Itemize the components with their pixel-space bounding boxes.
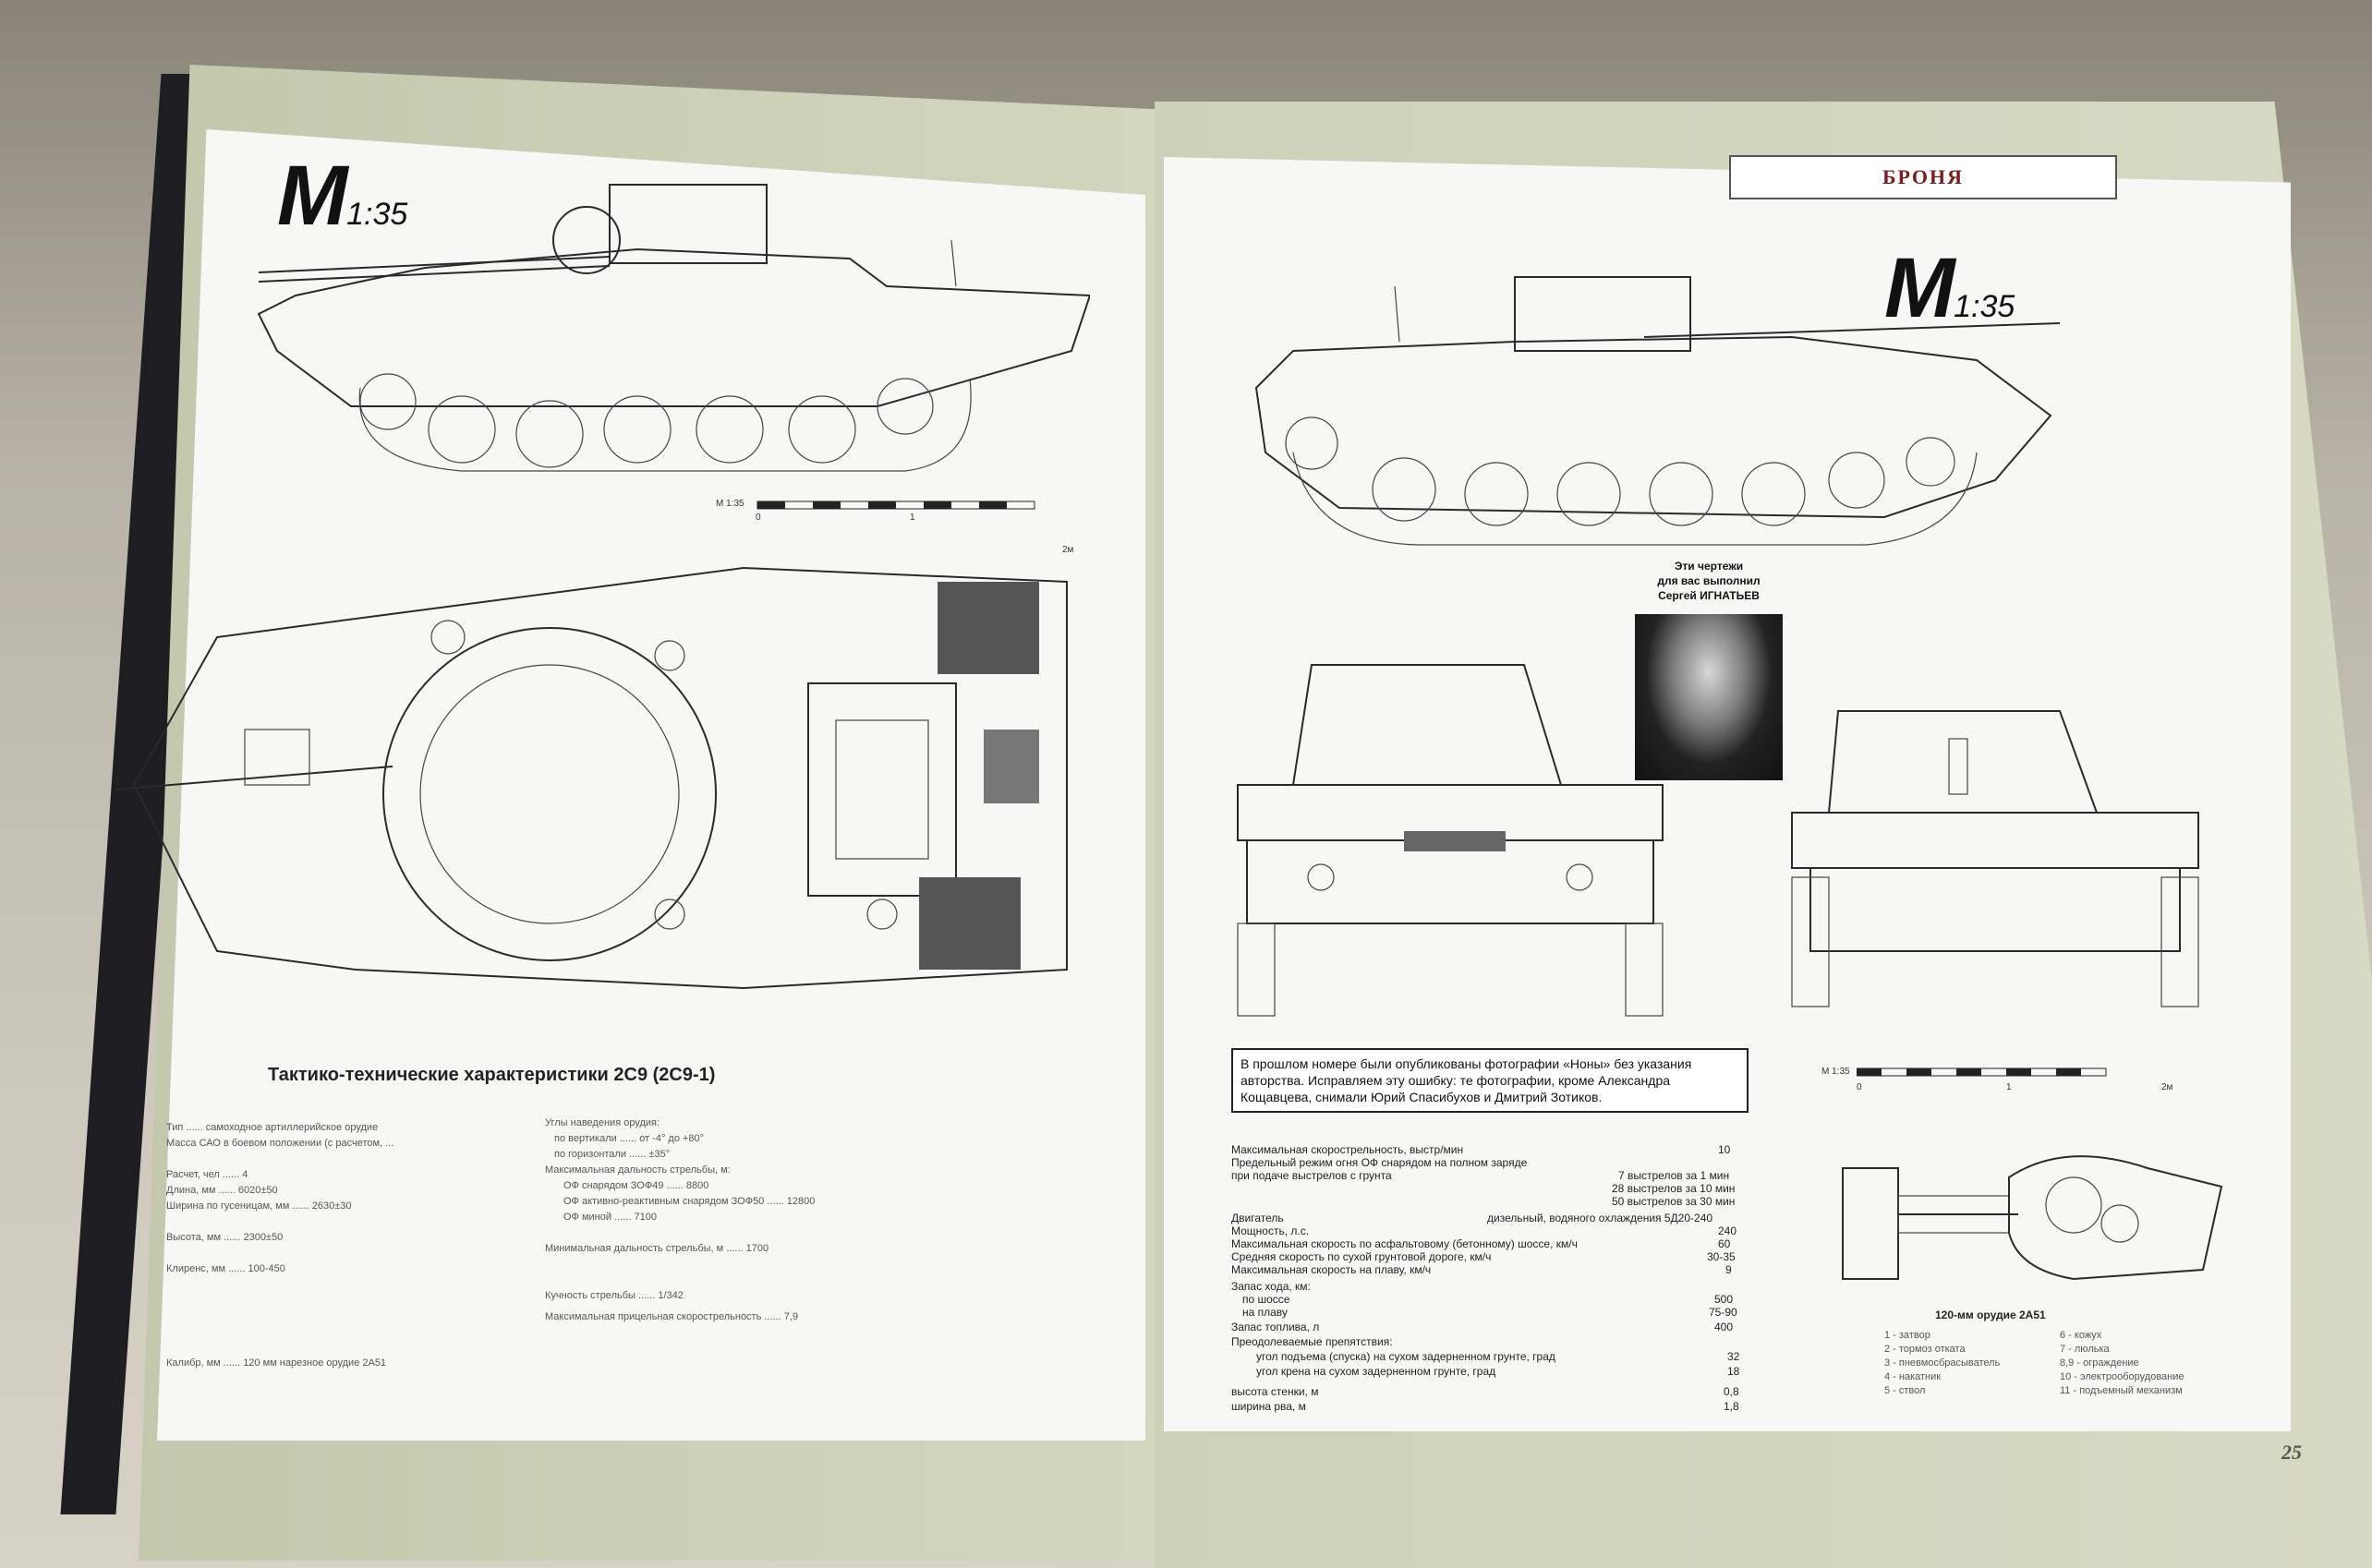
spec-right-value: 60	[1718, 1237, 1731, 1250]
gun-legend-item: 5 - ствол	[1884, 1385, 1926, 1396]
spec-right-label: Максимальная скорость по асфальтовому (б…	[1231, 1237, 1578, 1250]
spec-right-label: Запас топлива, л	[1231, 1321, 1320, 1333]
section-tag: БРОНЯ	[1729, 155, 2117, 199]
spec-right-label: на плаву	[1242, 1306, 1288, 1319]
spec-right-label: Двигатель	[1231, 1212, 1284, 1224]
spec-right-value: 240	[1718, 1224, 1737, 1237]
spec-left-line: Клиренс, мм ...... 100-450	[166, 1263, 285, 1274]
spec-middle-line: Максимальная прицельная скорострельность…	[545, 1311, 799, 1322]
spec-right-label: угол крена на сухом задерненном грунте, …	[1256, 1365, 1496, 1378]
spec-middle-line: по вертикали ...... от -4° до +80°	[554, 1133, 705, 1144]
left-scale-bar	[756, 501, 1035, 510]
right-scale-bar	[1857, 1067, 2107, 1077]
spec-right-value: 1,8	[1724, 1400, 1739, 1413]
spec-right-value: 400	[1714, 1321, 1734, 1333]
left-side-view-drawing	[257, 184, 1090, 472]
logo-scale: 1:35	[1954, 289, 2015, 324]
right-scale-tick-1: 1	[2006, 1082, 2012, 1092]
page-number: 25	[2281, 1441, 2302, 1464]
logo-mark: M	[1884, 241, 1955, 335]
gun-legend-item: 6 - кожух	[2060, 1330, 2102, 1341]
spec-right-label: Преодолеваемые препятствия:	[1231, 1335, 1393, 1348]
left-scale-label: М 1:35	[716, 499, 744, 509]
right-drawing-sheet	[1164, 157, 2291, 1431]
spec-middle-line: Кучность стрельбы ...... 1/342	[545, 1290, 684, 1301]
correction-notice: В прошлом номере были опубликованы фотог…	[1231, 1048, 1749, 1113]
spec-right-value: 10	[1718, 1143, 1731, 1156]
spec-right-value: 30-35	[1707, 1250, 1736, 1263]
spec-right-value: дизельный, водяного охлаждения 5Д20-240	[1487, 1212, 1713, 1224]
gun-2a51-diagram	[1842, 1155, 2223, 1281]
spec-right-label: по шоссе	[1242, 1293, 1290, 1306]
right-scale-tick-0: 0	[1857, 1082, 1862, 1092]
spec-middle-line: ОФ миной ...... 7100	[563, 1212, 657, 1223]
spec-right-label: ширина рва, м	[1231, 1400, 1306, 1413]
gun-legend-item: 1 - затвор	[1884, 1330, 1930, 1341]
spec-right-value: 500	[1714, 1293, 1734, 1306]
spec-right-label: Максимальная скорость на плаву, км/ч	[1231, 1263, 1432, 1276]
author-portrait-photo	[1635, 614, 1783, 780]
left-scale-tick-1: 1	[910, 513, 915, 523]
spec-left-line: Ширина по гусеницам, мм ...... 2630±30	[166, 1200, 352, 1212]
author-caption: Эти чертежи для вас выполнил Сергей ИГНА…	[1603, 559, 1815, 603]
author-caption-line: для вас выполнил	[1657, 574, 1761, 587]
spec-right-value: 28 выстрелов за 10 мин	[1612, 1182, 1736, 1195]
spec-middle-line: Максимальная дальность стрельбы, м:	[545, 1164, 731, 1176]
gun-caption: 120-мм орудие 2А51	[1935, 1309, 2046, 1321]
spec-right-label: Максимальная скорострельность, выстр/мин	[1231, 1143, 1464, 1156]
left-scale-tick-0: 0	[756, 513, 761, 523]
gun-legend-item: 7 - люлька	[2060, 1344, 2110, 1355]
spec-middle-line: ОФ снарядом ЗОФ49 ...... 8800	[563, 1180, 709, 1191]
spec-left-line: Тип ...... самоходное артиллерийское ору…	[166, 1122, 379, 1133]
spec-left-line: Масса САО в боевом положении (с расчетом…	[166, 1138, 394, 1149]
spec-right-label: Мощность, л.с.	[1231, 1224, 1310, 1237]
spec-left-line: Калибр, мм ...... 120 мм нарезное орудие…	[166, 1357, 387, 1369]
gun-legend-item: 10 - электрооборудование	[2060, 1371, 2184, 1382]
left-top-view-drawing	[115, 566, 1068, 990]
gun-legend-item: 2 - тормоз отката	[1884, 1344, 1966, 1355]
spec-middle-line: Минимальная дальность стрельбы, м ......…	[545, 1243, 769, 1254]
front-view-drawing	[1237, 664, 1664, 1017]
left-scale-tick-2: 2м	[1062, 545, 1074, 555]
gun-legend-item: 8,9 - ограждение	[2060, 1357, 2139, 1369]
spec-right-label: Предельный режим огня ОФ снарядом на пол…	[1231, 1156, 1528, 1169]
gun-legend-item: 4 - накатник	[1884, 1371, 1942, 1382]
author-caption-line: Сергей ИГНАТЬЕВ	[1658, 589, 1760, 602]
spec-right-value: 7 выстрелов за 1 мин	[1618, 1169, 1730, 1182]
right-scale-logo: M 1:35	[1884, 240, 2015, 337]
right-scale-tick-2: 2м	[2161, 1082, 2173, 1092]
left-drawing-sheet	[157, 129, 1145, 1441]
gun-legend-item: 3 - пневмоcбрасыватель	[1884, 1357, 2001, 1369]
rear-view-drawing	[1791, 710, 2199, 1007]
logo-scale: 1:35	[346, 197, 408, 232]
spec-right-label: Средняя скорость по сухой грунтовой доро…	[1231, 1250, 1492, 1263]
spec-right-label: Запас хода, км:	[1231, 1280, 1311, 1293]
spec-middle-line: ОФ активно-реактивным снарядом ЗОФ50 ...…	[563, 1196, 816, 1207]
spec-middle-line: Углы наведения орудия:	[545, 1117, 660, 1128]
author-caption-line: Эти чертежи	[1674, 560, 1744, 573]
spec-right-value: 9	[1725, 1263, 1732, 1276]
spec-right-value: 0,8	[1724, 1385, 1739, 1398]
spec-right-value: 18	[1727, 1365, 1740, 1378]
spec-left-line: Расчет, чел ...... 4	[166, 1169, 248, 1180]
spec-left-line: Длина, мм ...... 6020±50	[166, 1185, 278, 1196]
spec-right-label: при подаче выстрелов с грунта	[1231, 1169, 1392, 1182]
spec-right-value: 32	[1727, 1350, 1740, 1363]
spec-right-label: высота стенки, м	[1231, 1385, 1319, 1398]
right-scale-label: М 1:35	[1821, 1067, 1850, 1077]
right-side-view-drawing	[1254, 276, 2061, 546]
gun-legend-item: 11 - подъемный механизм	[2060, 1385, 2183, 1396]
spec-right-label: угол подъема (спуска) на сухом задерненн…	[1256, 1350, 1555, 1363]
spec-left-line: Высота, мм ...... 2300±50	[166, 1232, 284, 1243]
specs-title: Тактико-технические характеристики 2С9 (…	[268, 1065, 716, 1085]
spec-middle-line: по горизонтали ...... ±35°	[554, 1149, 671, 1160]
spec-right-value: 50 выстрелов за 30 мин	[1612, 1195, 1736, 1208]
left-scale-logo: M 1:35	[277, 148, 407, 245]
spec-right-value: 75-90	[1709, 1306, 1737, 1319]
logo-mark: M	[277, 149, 348, 243]
